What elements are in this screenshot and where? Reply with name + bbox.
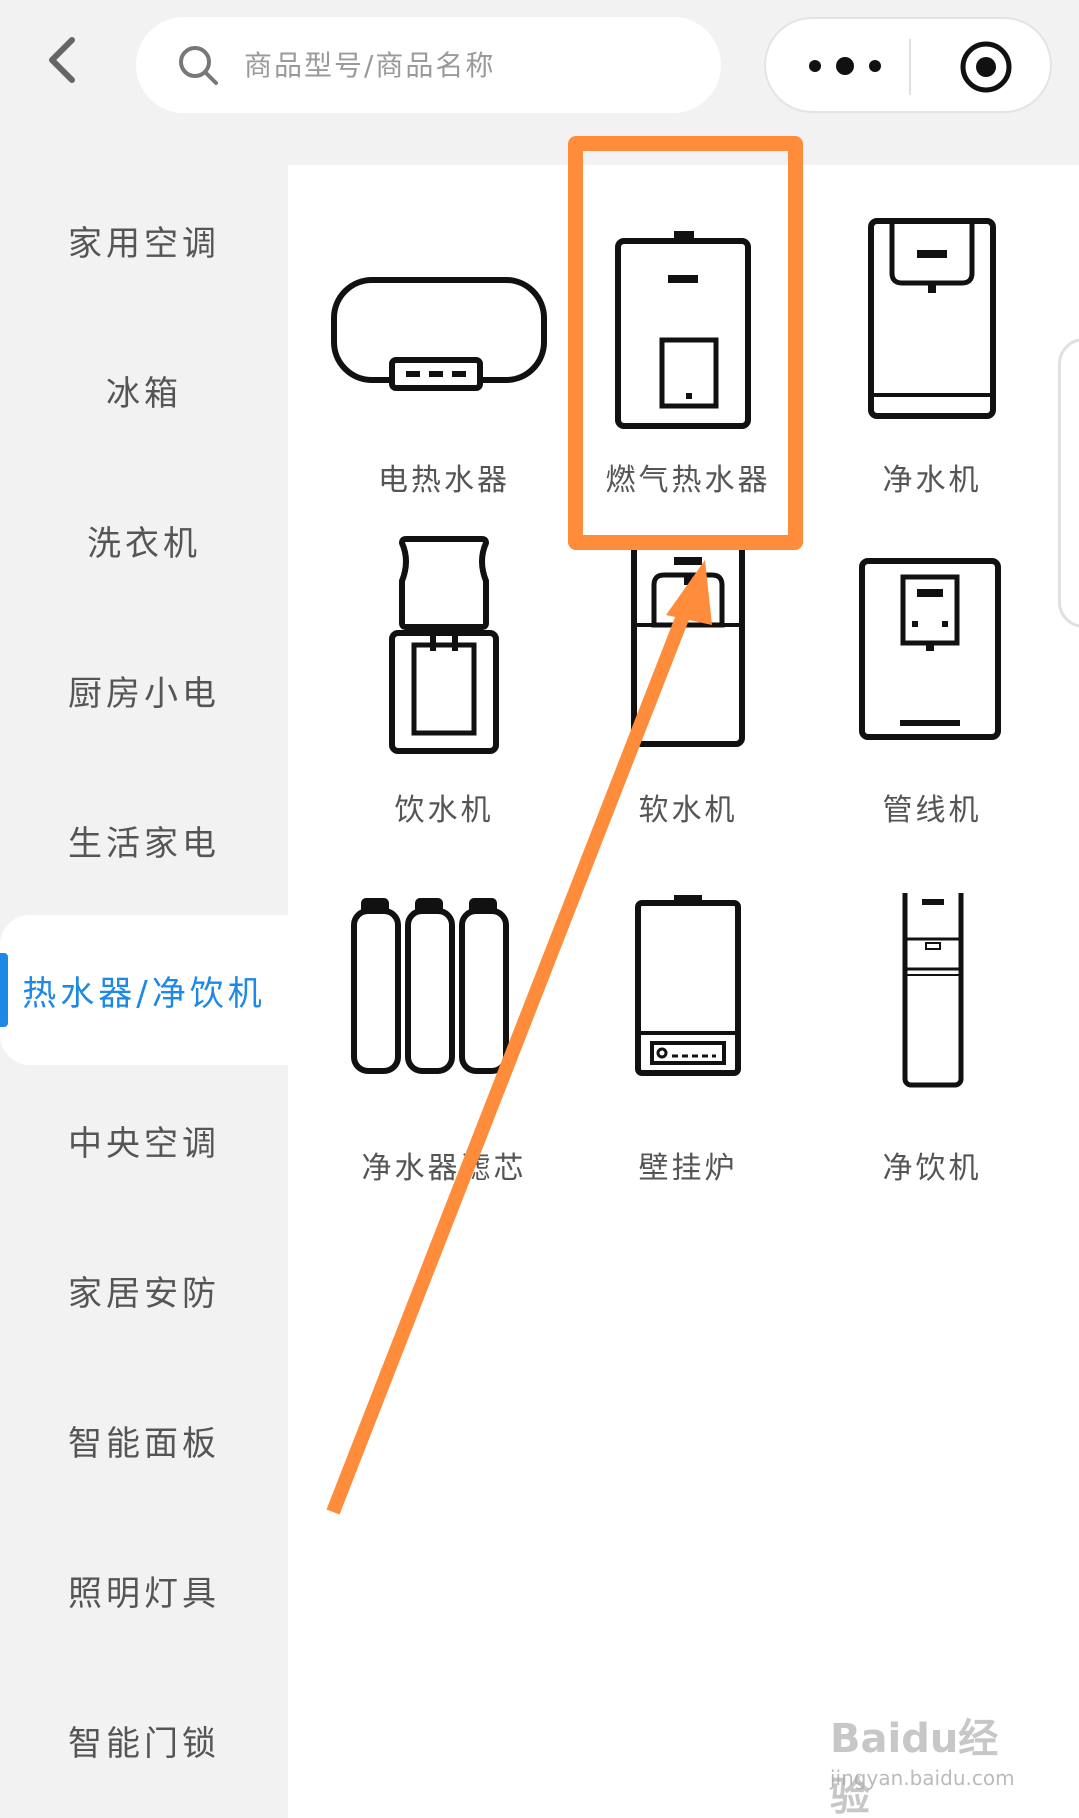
product-water-purifier[interactable]: 净水机 bbox=[812, 205, 1052, 535]
sidebar-item-label: 冰箱 bbox=[106, 373, 182, 414]
mini-program-capsule bbox=[764, 17, 1052, 113]
water-softener-icon bbox=[631, 536, 745, 747]
sidebar-item-label: 智能面板 bbox=[68, 1423, 220, 1464]
product-label: 饮水机 bbox=[394, 793, 494, 828]
product-label: 软水机 bbox=[638, 793, 738, 828]
gas-water-heater-icon bbox=[615, 231, 751, 429]
product-label: 燃气热水器 bbox=[605, 463, 771, 498]
sidebar-item-label: 洗衣机 bbox=[87, 523, 201, 564]
water-dispenser-icon bbox=[389, 536, 499, 754]
product-water-softener[interactable]: 软水机 bbox=[568, 535, 808, 865]
sidebar-item-water-heater[interactable]: 热水器/净饮机 bbox=[0, 915, 288, 1065]
sidebar-item-label: 热水器/净饮机 bbox=[22, 973, 266, 1014]
sidebar-item-smart-panel[interactable]: 智能面板 bbox=[0, 1365, 288, 1515]
product-label: 净水器滤芯 bbox=[361, 1151, 527, 1186]
product-water-dispenser[interactable]: 饮水机 bbox=[324, 535, 564, 865]
category-sidebar: 家用空调 冰箱 洗衣机 厨房小电 生活家电 热水器/净饮机 中央空调 家居安防 … bbox=[0, 165, 288, 1818]
wall-boiler-icon bbox=[635, 895, 741, 1076]
side-drawer-handle[interactable] bbox=[1058, 338, 1079, 628]
sidebar-item-fridge[interactable]: 冰箱 bbox=[0, 315, 288, 465]
watermark-url: jingyan.baidu.com bbox=[830, 1766, 1015, 1790]
sidebar-item-security[interactable]: 家居安防 bbox=[0, 1215, 288, 1365]
sidebar-item-label: 智能门锁 bbox=[68, 1723, 220, 1764]
product-label: 壁挂炉 bbox=[638, 1151, 738, 1186]
electric-water-heater-icon bbox=[331, 277, 547, 391]
more-dots-icon[interactable] bbox=[800, 41, 890, 91]
product-grid: 电热水器 燃气热水器 净水机 饮水机 bbox=[288, 165, 1079, 1818]
sidebar-item-lighting[interactable]: 照明灯具 bbox=[0, 1515, 288, 1665]
sidebar-item-washer[interactable]: 洗衣机 bbox=[0, 465, 288, 615]
product-label: 净饮机 bbox=[882, 1151, 982, 1186]
sidebar-item-home-ac[interactable]: 家用空调 bbox=[0, 165, 288, 315]
product-pipeline-machine[interactable]: 管线机 bbox=[812, 535, 1052, 865]
product-gas-water-heater[interactable]: 燃气热水器 bbox=[568, 205, 808, 535]
sidebar-item-label: 中央空调 bbox=[68, 1123, 220, 1164]
pipeline-machine-icon bbox=[859, 558, 1001, 740]
sidebar-item-living[interactable]: 生活家电 bbox=[0, 765, 288, 915]
sidebar-item-label: 厨房小电 bbox=[68, 673, 220, 714]
sidebar-item-label: 家用空调 bbox=[68, 223, 220, 264]
sidebar-item-label: 生活家电 bbox=[68, 823, 220, 864]
drinking-machine-icon bbox=[902, 893, 964, 1088]
product-drinking-machine[interactable]: 净饮机 bbox=[812, 893, 1052, 1223]
sidebar-item-label: 家居安防 bbox=[68, 1273, 220, 1314]
capsule-divider bbox=[909, 39, 911, 95]
product-label: 净水机 bbox=[882, 463, 982, 498]
back-arrow-icon[interactable] bbox=[38, 30, 88, 90]
active-indicator bbox=[0, 953, 8, 1027]
search-icon bbox=[179, 46, 218, 85]
sidebar-item-label: 照明灯具 bbox=[68, 1573, 220, 1614]
sidebar-item-central-ac[interactable]: 中央空调 bbox=[0, 1065, 288, 1215]
baidu-watermark: Baidu经验 jingyan.baidu.com bbox=[824, 1696, 1034, 1818]
product-electric-water-heater[interactable]: 电热水器 bbox=[324, 205, 564, 535]
search-input[interactable] bbox=[244, 48, 644, 82]
product-filter-cartridge[interactable]: 净水器滤芯 bbox=[324, 893, 564, 1223]
top-bar bbox=[0, 0, 1079, 165]
sidebar-item-kitchen[interactable]: 厨房小电 bbox=[0, 615, 288, 765]
sidebar-item-smart-lock[interactable]: 智能门锁 bbox=[0, 1665, 288, 1815]
watermark-brand: Baidu经验 bbox=[830, 1716, 999, 1818]
product-wall-boiler[interactable]: 壁挂炉 bbox=[568, 893, 808, 1223]
product-label: 电热水器 bbox=[378, 463, 510, 498]
filter-cartridge-icon bbox=[351, 898, 509, 1074]
product-label: 管线机 bbox=[882, 793, 982, 828]
close-target-icon[interactable] bbox=[956, 39, 1016, 95]
search-bar[interactable] bbox=[136, 17, 721, 113]
water-purifier-icon bbox=[868, 218, 996, 419]
